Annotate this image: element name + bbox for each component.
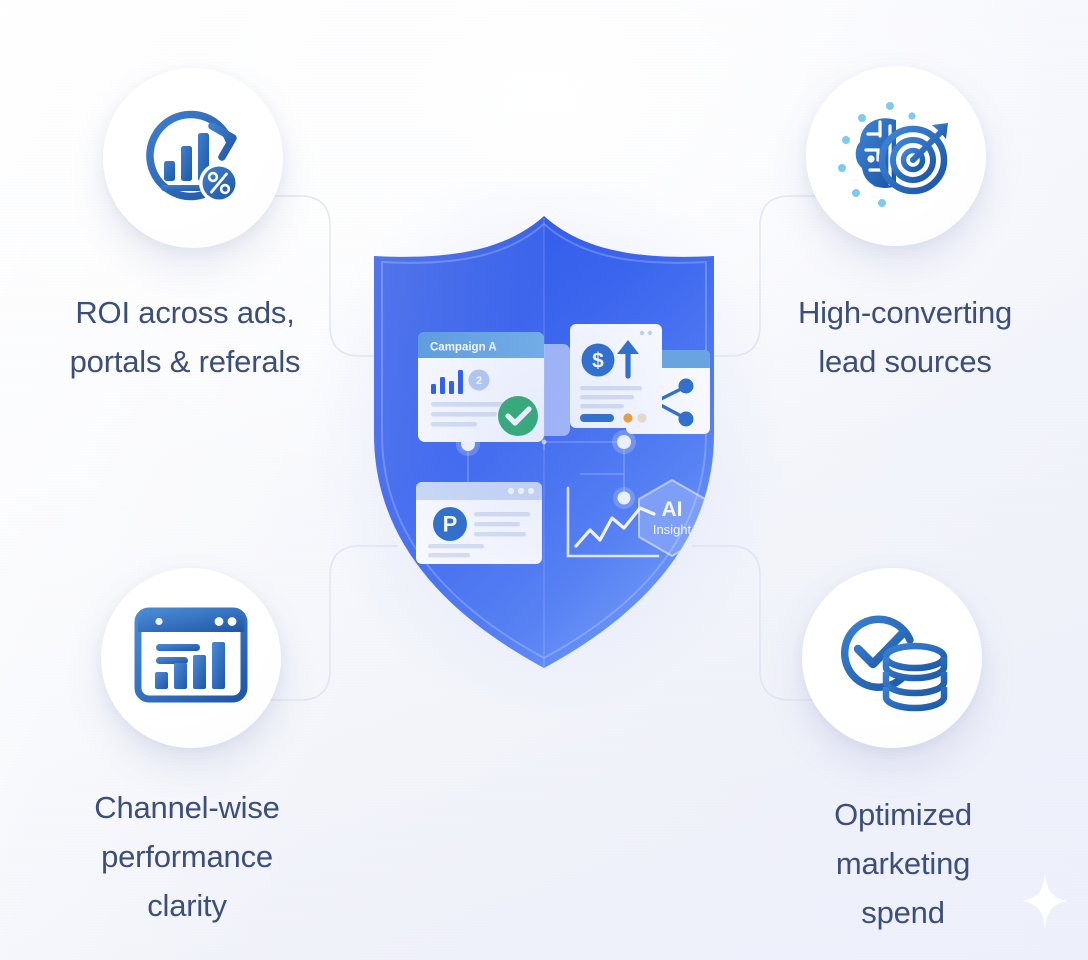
campaign-rank-badge: 2 bbox=[476, 375, 482, 387]
feature-label-roi: ROI across ads, portals & referals bbox=[69, 295, 301, 379]
sparkle-dots bbox=[838, 102, 916, 207]
feature-label-performance: Channel-wise performance clarity bbox=[94, 790, 280, 923]
feature-icon-bubble-spend[interactable] bbox=[802, 568, 982, 748]
feature-icon-bubble-lead-sources[interactable] bbox=[806, 66, 986, 246]
portal-window-card: P bbox=[416, 482, 542, 564]
feature-icon-bubble-performance[interactable] bbox=[101, 568, 281, 748]
ai-insight-subtitle: Insight bbox=[653, 522, 692, 537]
roi-analytics-icon bbox=[146, 110, 239, 203]
brain-target-icon bbox=[838, 102, 948, 207]
check-coins-icon bbox=[841, 615, 948, 712]
dollar-symbol: $ bbox=[592, 350, 604, 373]
arrow bbox=[910, 126, 947, 163]
shield-graphic: Campaign A 2 bbox=[374, 216, 714, 668]
protection-shield[interactable]: Campaign A 2 bbox=[310, 182, 780, 712]
coin-stack bbox=[882, 642, 948, 712]
feature-label-spend: Optimized marketing spend bbox=[834, 797, 972, 930]
feature-label-lead-sources: High-converting lead sources bbox=[797, 295, 1013, 379]
portal-badge-letter: P bbox=[443, 512, 458, 537]
pill-button bbox=[580, 414, 614, 422]
revenue-growth-card: $ bbox=[570, 324, 710, 434]
campaign-card-title: Campaign A bbox=[430, 342, 497, 354]
green-check-badge bbox=[498, 396, 538, 436]
dartboard-target bbox=[878, 125, 948, 195]
campaign-a-card: Campaign A 2 bbox=[418, 332, 570, 442]
dashboard-bar-chart-icon bbox=[134, 607, 248, 703]
ai-insight-title: AI bbox=[662, 498, 683, 521]
orange-dot bbox=[623, 413, 633, 423]
feature-icon-bubble-roi[interactable] bbox=[103, 68, 283, 248]
